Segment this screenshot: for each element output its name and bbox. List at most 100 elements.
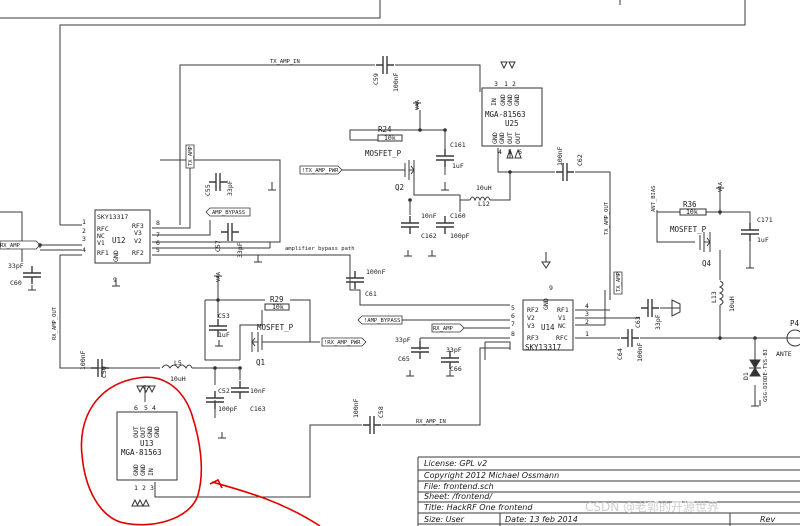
c161-capacitor [436, 149, 454, 167]
c60-capacitor [23, 266, 41, 284]
c162-ref: C162 [421, 232, 437, 240]
title-block: License: GPL v2 Copyright 2012 Michael O… [417, 456, 800, 526]
u12-pinnum-7: 7 [156, 231, 160, 239]
u14-part: SKY13317 [525, 343, 561, 352]
c64-value: 100nF [636, 342, 644, 362]
u25-pin-gnd5: GND [498, 132, 506, 144]
net-tx-amp-in: TX_AMP_IN [270, 59, 300, 65]
u25-pinnum-2: 2 [512, 80, 516, 88]
u14-ref: U14 [541, 323, 555, 332]
u12-pin-v1: V1 [97, 239, 105, 247]
d1-ref: D1 [742, 372, 750, 380]
u12-pinnum-1: 1 [82, 218, 86, 226]
c58-capacitor [363, 416, 381, 434]
u25-pinnum-4: 4 [498, 148, 502, 156]
watermark: CSDN @老郭的开源世界 [585, 499, 719, 514]
l5-value: 10uH [170, 375, 186, 383]
net-vaa-q4: VAA [718, 181, 724, 192]
red-highlight-arrow [209, 478, 321, 526]
u25-pin-gnd3: GND [513, 94, 521, 106]
u12-pinnum-2: 2 [82, 227, 86, 235]
u13-ref: U13 [140, 439, 154, 448]
c52-capacitor [206, 391, 224, 409]
u25-pinnum-5: 5 [508, 148, 512, 156]
c171-ref: C171 [757, 216, 773, 224]
c163-value: 10nF [250, 387, 266, 395]
u25-pin-in: IN [490, 98, 498, 106]
c58-ref: C58 [377, 406, 385, 418]
u25-part: MGA-81563 [485, 110, 526, 119]
c55-capacitor [209, 173, 227, 191]
r24-value: 10k [384, 134, 396, 142]
u13-amplifier: OUT OUT GND GND U13 MGA-81563 GND GND IN… [116, 404, 178, 492]
c65-value: 33pF [395, 336, 411, 344]
u13-pin-out2: OUT [139, 426, 147, 438]
u13-pinnum-6: 6 [134, 404, 138, 412]
c60-value: 33pF [8, 262, 24, 270]
u13-pinnum-2: 2 [142, 484, 146, 492]
label-tx-amp-right: TX_AMP [616, 271, 622, 292]
c66-capacitor [441, 351, 459, 369]
u12-pinnum-9: 9 [113, 276, 117, 284]
u14-pin-gnd: GND [542, 298, 550, 310]
c160-value: 100pF [450, 232, 470, 240]
r24-resistor: R24 10k [377, 125, 403, 142]
u12-switch: SKY13317 RFC NC V1 RF1 RF3 V3 V2 RF2 U12… [82, 209, 160, 284]
c162-capacitor [401, 216, 419, 234]
d1-value: GSG-DIODE-TVS-BI [763, 349, 769, 402]
c61-value: 100nF [366, 268, 386, 276]
label-tx-amp-top: TX_AMP [188, 145, 194, 166]
c64-ref: C64 [616, 348, 624, 360]
tb-date: Date: 13 feb 2014 [505, 515, 578, 524]
c160-ref: C160 [450, 212, 466, 220]
c160-capacitor [436, 216, 454, 234]
u13-pinnum-1: 1 [134, 484, 138, 492]
u25-pin-out2: OUT [514, 132, 522, 144]
c57-value: 33pF [236, 242, 244, 258]
u13-pin-gnd2: GND [153, 426, 161, 438]
u25-pinnum-3: 3 [494, 80, 498, 88]
net-amplifier-bypass-path: amplifier bypass path [285, 246, 355, 252]
p4-value: ANTE [776, 350, 792, 358]
u13-pinnum-3: 3 [150, 484, 154, 492]
c53-value: 1uF [218, 331, 230, 339]
c171-capacitor [741, 223, 759, 241]
u14-pinnum-2: 2 [585, 318, 589, 326]
u25-pin-out1: OUT [506, 132, 514, 144]
net-vaa-q1: VAA [216, 271, 222, 282]
q2-part: MOSFET_P [365, 149, 402, 158]
red-highlight-circle [80, 376, 203, 526]
c60-ref: C60 [10, 279, 22, 287]
u14-pin-v3: V3 [527, 322, 535, 330]
l5-ref: L5 [174, 359, 182, 367]
u13-pinnum-5: 5 [144, 404, 148, 412]
r29-value: 10k [272, 303, 284, 311]
tb-file: File: frontend.sch [424, 482, 494, 491]
u14-pin-v1: V1 [558, 314, 566, 322]
u14-pin-rf1: RF1 [557, 306, 569, 314]
q1-ref: Q1 [256, 358, 265, 367]
c55-value: 33pF [226, 180, 234, 196]
u25-ref: U25 [505, 119, 519, 128]
u25-body [481, 87, 543, 147]
net-ant-bias: ANT_BIAS [651, 186, 657, 213]
c62-capacitor [556, 163, 574, 181]
r24-ref: R24 [378, 125, 392, 134]
u13-part: MGA-81563 [121, 448, 162, 457]
net-tx-amp-out: TX_AMP_OUT [604, 201, 610, 235]
c62-ref: C62 [576, 154, 584, 166]
p4-antenna: P4 ANTE [776, 319, 800, 358]
u14-body [522, 299, 574, 351]
label-rx-amp-right: RX_AMP [433, 326, 454, 332]
r29-resistor: R29 10k [264, 295, 290, 311]
u13-pin-in: IN [147, 468, 155, 476]
u14-pinnum-8: 8 [511, 330, 515, 338]
ground-symbols [28, 61, 761, 507]
tb-sheet: Sheet: /frontend/ [424, 492, 493, 501]
c57-capacitor [221, 223, 239, 241]
c57-ref: C57 [214, 240, 222, 252]
label-amp-bypass-top: AMP_BYPASS [212, 210, 245, 216]
u14-pinnum-9: 9 [549, 284, 553, 292]
c63-capacitor [641, 299, 659, 317]
u14-pinnum-1: 1 [585, 330, 589, 338]
